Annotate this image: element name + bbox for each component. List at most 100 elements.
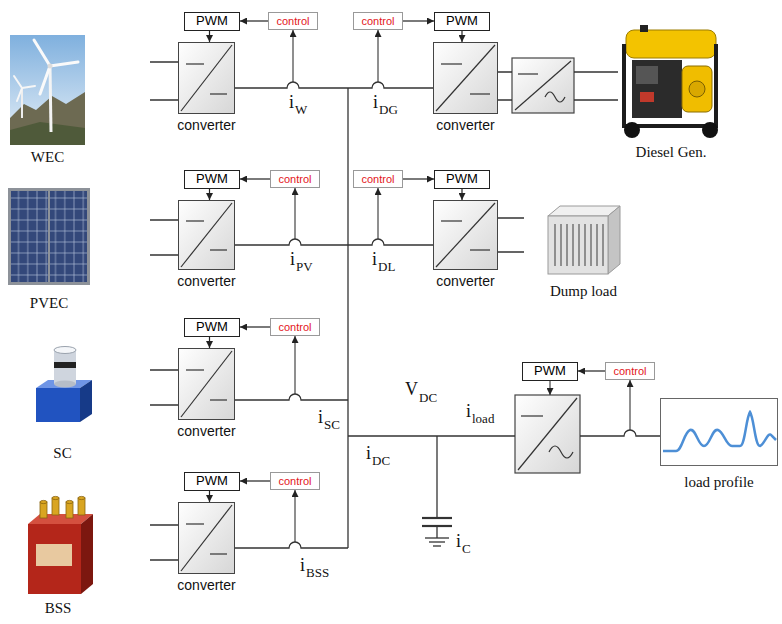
wind-turbine-photo — [10, 35, 85, 145]
wind-turbine-photo — [48, 64, 53, 69]
converter-symbol — [178, 502, 235, 574]
wind-turbine-photo — [34, 40, 50, 66]
pwm-box: PWM — [522, 362, 578, 381]
dc-link-capacitor — [436, 526, 437, 538]
dump-load-frame — [545, 205, 622, 275]
signal-arrow — [209, 491, 210, 502]
pwm-label: PWM — [196, 172, 228, 187]
signal-arrow — [240, 480, 270, 481]
signal-arrow — [240, 20, 268, 21]
inverter-symbol — [515, 61, 571, 110]
converter-symbol — [210, 93, 227, 94]
wind-source-frame — [10, 35, 85, 145]
battery-icon — [28, 524, 81, 594]
current-subscript: load — [472, 412, 494, 425]
diesel-generator-photo — [624, 122, 640, 138]
power-wire — [235, 239, 433, 245]
battery-icon — [28, 496, 93, 594]
dump-load: Dump load — [545, 205, 622, 300]
wind-turbine-photo — [50, 62, 78, 66]
dump-load-photo — [548, 206, 620, 274]
converter-frame — [178, 42, 235, 114]
control-box: control — [353, 12, 403, 30]
pv-source-frame — [8, 188, 90, 285]
current-symbol: i — [456, 532, 461, 550]
converter-label: converter — [436, 117, 494, 133]
dump-load-photo — [566, 224, 568, 266]
sensor-signal-line — [294, 490, 295, 542]
converter-symbol — [178, 348, 235, 420]
signal-arrow — [240, 178, 270, 179]
signal-arrow — [240, 326, 270, 327]
control-box: control — [268, 12, 318, 30]
dc-link-capacitor — [425, 537, 449, 538]
solar-panel-photo — [8, 188, 90, 285]
diesel-generator-photo — [682, 66, 712, 112]
converter-symbol — [181, 45, 232, 111]
inverter-symbol — [518, 398, 577, 470]
diesel-generator-photo — [624, 25, 718, 138]
diesel-generator-photo — [640, 25, 648, 32]
converter-symbol — [210, 553, 227, 554]
battery-icon — [40, 500, 47, 503]
pwm-box: PWM — [434, 170, 490, 189]
current-symbol: i — [373, 93, 378, 111]
converter-frame — [178, 502, 235, 574]
signal-arrow — [461, 31, 462, 42]
sensor-signal-line — [549, 380, 550, 395]
supercapacitor-icon — [36, 347, 92, 423]
wind-turbine-photo — [10, 122, 85, 145]
converter-symbol — [178, 200, 235, 270]
signal-arrow — [578, 370, 605, 371]
control-label: control — [278, 475, 311, 488]
inverter-symbol — [518, 73, 538, 74]
sensor-signal-line — [377, 30, 378, 82]
converter-symbol — [470, 93, 490, 94]
battery-icon — [81, 514, 93, 594]
diesel-generator-photo — [632, 60, 682, 118]
dc-link-capacitor — [433, 545, 441, 546]
diesel-generator-photo — [702, 122, 718, 138]
battery-icon — [66, 502, 73, 518]
converter-symbol — [441, 63, 462, 64]
current-symbol: i — [366, 444, 371, 462]
control-label: control — [278, 321, 311, 334]
converter-symbol — [433, 200, 498, 270]
dump-load-photo — [608, 206, 620, 274]
converter-symbol — [186, 63, 204, 64]
dump-load-photo — [602, 224, 604, 266]
supercapacitor: SC — [30, 340, 95, 462]
power-wire — [235, 82, 433, 88]
power-wire — [347, 88, 348, 548]
signal-arrow — [461, 189, 462, 200]
load-profile-chart — [663, 412, 776, 451]
current-subscript: BSS — [306, 566, 329, 579]
supercapacitor-icon — [36, 388, 80, 422]
power-wire — [498, 218, 524, 252]
converter-symbol — [178, 42, 235, 114]
supercapacitor-frame — [30, 340, 95, 425]
converter-symbol — [186, 369, 204, 370]
wind-turbine-photo — [14, 76, 35, 101]
pwm-box: PWM — [434, 12, 490, 31]
converter-symbol — [210, 399, 227, 400]
caption: load profile — [684, 474, 754, 491]
wind-turbine-photo — [14, 76, 22, 88]
battery-icon — [78, 498, 85, 515]
current-subscript: SC — [324, 418, 340, 431]
battery-icon — [66, 500, 73, 503]
current-subscript: DL — [378, 260, 395, 273]
signal-arrow — [209, 31, 210, 42]
diesel-generator-photo — [689, 81, 705, 97]
solar-panel-photo — [8, 188, 90, 285]
pwm-label: PWM — [446, 14, 478, 29]
converter-label: converter — [177, 577, 235, 593]
wind-source: WEC — [10, 35, 85, 166]
control-label: control — [361, 173, 394, 186]
control-box: control — [270, 472, 320, 490]
dump-load-photo — [548, 216, 608, 274]
converter-box: converter — [178, 348, 235, 439]
wind-turbine-photo — [40, 66, 50, 94]
signal-arrow — [403, 20, 434, 21]
control-label: control — [613, 365, 646, 378]
